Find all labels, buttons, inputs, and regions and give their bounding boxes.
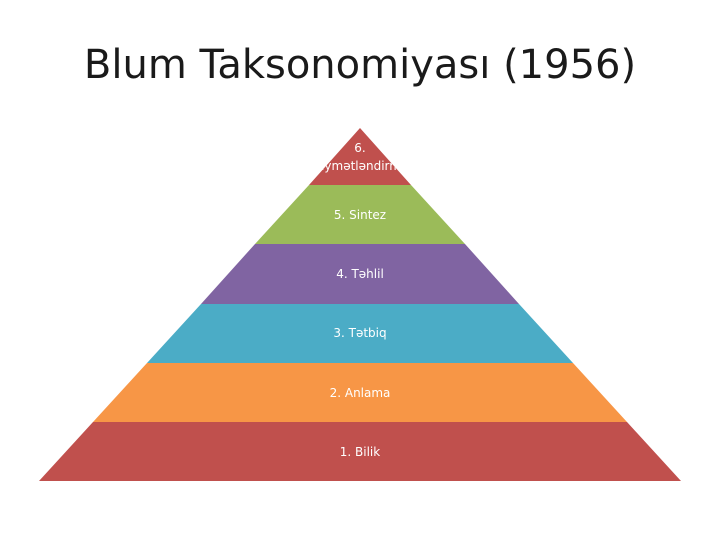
pyramid-level-5: 5. Sintez — [255, 185, 465, 244]
pyramid-level-4-label: 4. Təhlil — [336, 267, 384, 281]
pyramid-level-6-shape — [309, 128, 411, 185]
pyramid-level-3: 3. Tətbiq — [147, 304, 573, 363]
pyramid-level-4: 4. Təhlil — [201, 244, 519, 304]
pyramid-level-1: 1. Bilik — [39, 422, 681, 481]
pyramid-level-3-shape — [147, 304, 573, 363]
pyramid-level-5-label: 5. Sintez — [334, 208, 386, 222]
pyramid-level-1-label: 1. Bilik — [340, 445, 380, 459]
pyramid-level-2: 2. Anlama — [93, 363, 627, 422]
pyramid-level-6-label-line1: 6. — [354, 141, 365, 155]
pyramid-level-3-label: 3. Tətbiq — [333, 326, 386, 340]
pyramid-level-1-shape — [39, 422, 681, 481]
pyramid-level-4-shape — [201, 244, 519, 304]
pyramid-level-6-label-line2: Qiymətləndirmə — [312, 159, 409, 173]
pyramid-level-6: 6. Qiymətləndirmə — [309, 128, 411, 185]
slide-title: Blum Taksonomiyası (1956) — [83, 42, 637, 88]
pyramid-level-2-shape — [93, 363, 627, 422]
pyramid-level-2-label: 2. Anlama — [330, 386, 391, 400]
pyramid-level-5-shape — [255, 185, 465, 244]
